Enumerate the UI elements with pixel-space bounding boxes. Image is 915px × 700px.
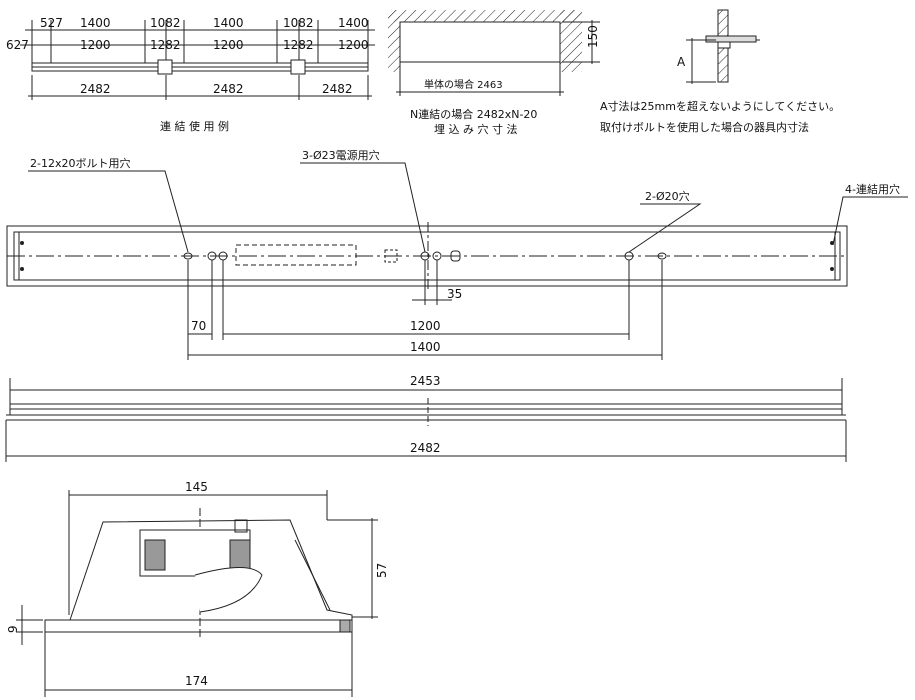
dim-35: 35 [447, 287, 462, 301]
callout-power-holes: 3-Ø23電源用穴 [302, 148, 380, 162]
connection-example-caption: 連 結 使 用 例 [160, 119, 229, 133]
plan-view [6, 162, 908, 360]
section-view [16, 490, 378, 697]
dim-row2-4: 1282 [283, 38, 314, 52]
dim-row1-5: 1400 [338, 16, 369, 30]
dim-2453: 2453 [410, 374, 441, 388]
dim-70: 70 [191, 319, 206, 333]
a-label: A [677, 55, 686, 69]
a-dimension-detail [686, 9, 760, 84]
section-labels: 145 57 9 174 [6, 480, 389, 688]
dim-row2-2: 1282 [150, 38, 181, 52]
plan-labels: 2-12x20ボルト用穴 3-Ø23電源用穴 2-Ø20穴 4-連結用穴 35 … [30, 148, 900, 354]
dim-145: 145 [185, 480, 208, 494]
dim-1200: 1200 [410, 319, 441, 333]
dim-bottom-2: 2482 [322, 82, 353, 96]
embed-hole-caption: 埋 込 み 穴 寸 法 [434, 122, 517, 136]
elevation-view [5, 378, 847, 462]
a-note-1: A寸法は25mmを超えないようにしてください。 [600, 99, 840, 113]
embed-hole-labels: 150 単体の場合 2463 N連結の場合 2482xN-20 埋 込 み 穴 … [410, 25, 600, 136]
callout-connection-holes: 4-連結用穴 [845, 182, 900, 196]
dim-row2-3: 1200 [213, 38, 244, 52]
dim-174: 174 [185, 674, 208, 688]
connection-example-view [20, 20, 375, 100]
dim-2482: 2482 [410, 441, 441, 455]
dim-row1-4: 1082 [283, 16, 314, 30]
dim-row1-1: 1400 [80, 16, 111, 30]
dim-bottom-0: 2482 [80, 82, 111, 96]
dim-row2-0: 627 [6, 38, 29, 52]
dim-row2-5: 1200 [338, 38, 369, 52]
dim-row1-3: 1400 [213, 16, 244, 30]
elevation-labels: 2453 2482 [410, 374, 441, 455]
n-connection-label: N連結の場合 2482xN-20 [410, 107, 537, 121]
a-dimension-labels: A A寸法は25mmを超えないようにしてください。 取付けボルトを使用した場合の… [600, 55, 840, 134]
dim-57: 57 [375, 563, 389, 578]
dim-150: 150 [586, 25, 600, 48]
dim-row1-2: 1082 [150, 16, 181, 30]
embed-hole-view [388, 10, 600, 96]
callout-bolt-holes: 2-12x20ボルト用穴 [30, 156, 130, 170]
a-note-2: 取付けボルトを使用した場合の器具内寸法 [600, 120, 809, 134]
dim-bottom-1: 2482 [213, 82, 244, 96]
dim-9: 9 [6, 625, 20, 633]
dim-row2-1: 1200 [80, 38, 111, 52]
dim-1400: 1400 [410, 340, 441, 354]
single-unit-label: 単体の場合 2463 [424, 78, 503, 91]
connection-example-dims: 527 1400 1082 1400 1082 1400 627 1200 12… [6, 16, 369, 133]
callout-20-holes: 2-Ø20穴 [645, 189, 690, 203]
dim-row1-0: 527 [40, 16, 63, 30]
